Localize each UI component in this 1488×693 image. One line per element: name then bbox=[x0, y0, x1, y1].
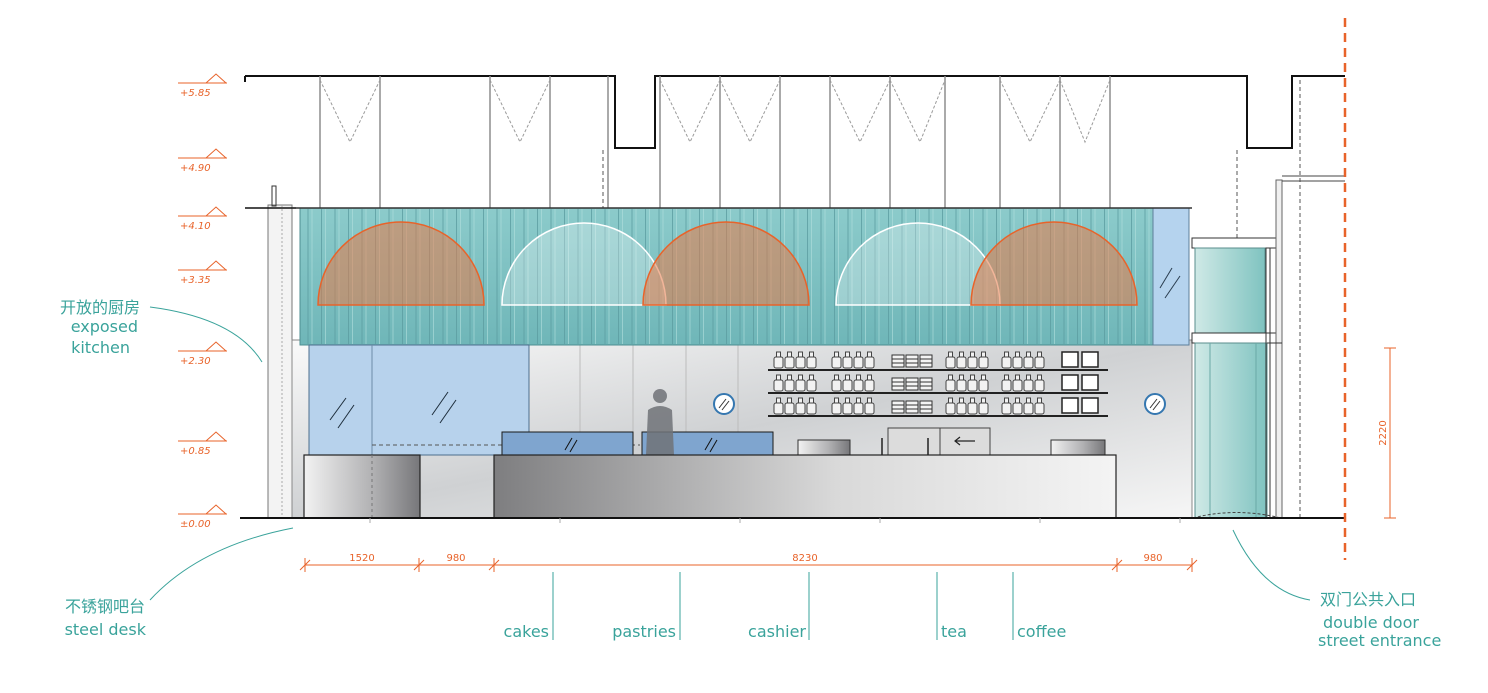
bracing bbox=[319, 79, 1111, 144]
clock-icon bbox=[713, 393, 735, 415]
height-dimension: 2220 bbox=[1378, 347, 1396, 519]
dim-980-b: 980 bbox=[1143, 553, 1162, 564]
floor-ticks bbox=[369, 518, 1181, 523]
canopy-end-glint bbox=[1159, 267, 1181, 299]
level-marker: ±0.00 bbox=[178, 504, 227, 530]
desk-label-en: steel desk bbox=[65, 620, 147, 639]
level-marker: +4.90 bbox=[178, 148, 227, 174]
level-label: ±0.00 bbox=[180, 519, 211, 530]
level-label: +4.90 bbox=[180, 163, 211, 174]
level-label: +0.85 bbox=[180, 446, 211, 457]
entrance-leader bbox=[1232, 529, 1311, 601]
kitchen-label-en1: exposed bbox=[71, 317, 138, 336]
entrance-label-cn: 双门公共入口 bbox=[1320, 590, 1416, 609]
steel-desk-left bbox=[303, 454, 421, 519]
desk-label-cn: 不锈钢吧台 bbox=[65, 597, 145, 616]
canopy-end-glass bbox=[1152, 207, 1190, 346]
product-shelves bbox=[768, 351, 1108, 417]
kitchen-label-en2: kitchen bbox=[71, 338, 130, 357]
level-markers: +5.85 +4.90 +4.10 +3.35 +2.30 +0.85 ±0.00 bbox=[178, 73, 227, 530]
station-leaders bbox=[552, 572, 1014, 640]
entrance-label-en1: double door bbox=[1323, 613, 1419, 632]
kitchen-leader bbox=[149, 306, 263, 363]
label-cakes: cakes bbox=[504, 622, 549, 641]
level-label: +3.35 bbox=[180, 275, 211, 286]
dim-980-a: 980 bbox=[446, 553, 465, 564]
level-marker: +5.85 bbox=[178, 73, 227, 99]
label-coffee: coffee bbox=[1017, 622, 1066, 641]
level-marker: +0.85 bbox=[178, 431, 227, 457]
horizontal-dimensions: 1520 980 8230 980 bbox=[299, 553, 1198, 572]
display-glass bbox=[501, 431, 774, 456]
level-label: +2.30 bbox=[180, 356, 211, 367]
level-label: +4.10 bbox=[180, 221, 211, 232]
entrance-label-en2: street entrance bbox=[1318, 631, 1441, 650]
label-cashier: cashier bbox=[748, 622, 806, 641]
back-counter bbox=[797, 427, 1106, 456]
label-pastries: pastries bbox=[612, 622, 676, 641]
label-tea: tea bbox=[941, 622, 967, 641]
desk-leader bbox=[149, 527, 294, 601]
level-marker: +4.10 bbox=[178, 206, 227, 232]
arches bbox=[317, 221, 1138, 306]
clock-icon bbox=[1144, 393, 1166, 415]
roof-outline bbox=[245, 75, 1345, 149]
hanging-rods bbox=[319, 76, 1111, 208]
entrance bbox=[1191, 175, 1345, 519]
dim-1520: 1520 bbox=[349, 553, 374, 564]
kitchen-label-cn: 开放的厨房 bbox=[60, 298, 140, 317]
left-wall bbox=[245, 185, 296, 519]
person-silhouette bbox=[646, 389, 674, 455]
dim-2220: 2220 bbox=[1378, 420, 1389, 445]
kitchen-glazing bbox=[308, 344, 640, 456]
steel-desk-main bbox=[493, 454, 1117, 519]
level-marker: +3.35 bbox=[178, 260, 227, 286]
level-marker: +2.30 bbox=[178, 341, 227, 367]
dim-8230: 8230 bbox=[792, 553, 817, 564]
level-label: +5.85 bbox=[180, 88, 211, 99]
